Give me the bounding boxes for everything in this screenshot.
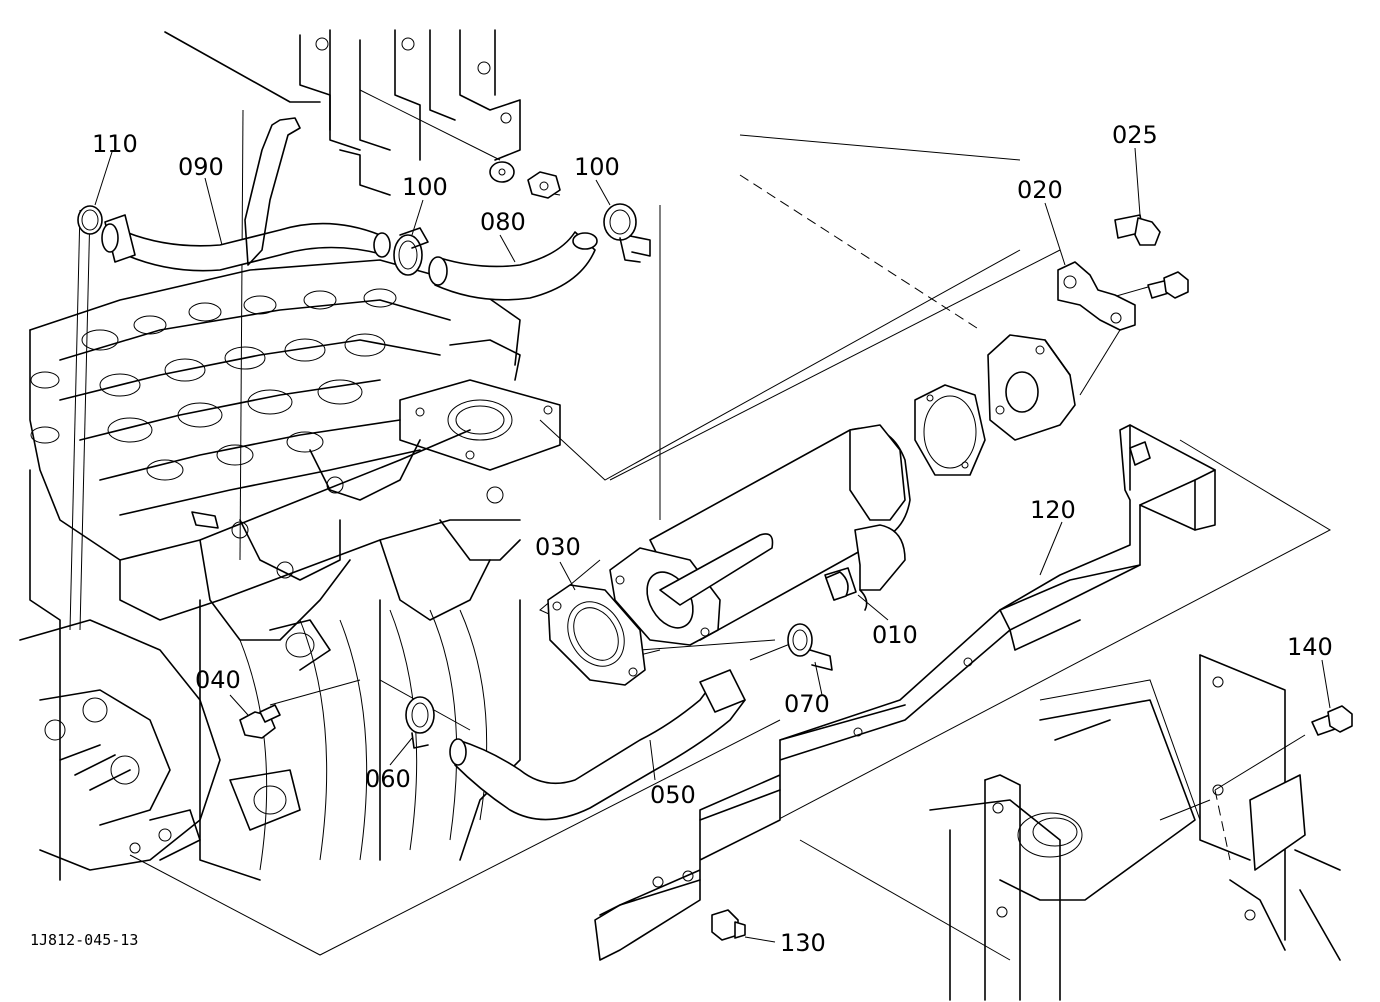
hose-clamp-100-left [393,227,429,276]
callout-090: 090 [178,153,224,181]
stud-bolt [191,511,219,529]
hose-090 [101,214,391,272]
chassis-frame [929,654,1341,1001]
callout-120: 120 [1030,496,1076,524]
callout-100-left: 100 [402,173,448,201]
callout-060: 060 [365,765,411,793]
callout-020: 020 [1017,176,1063,204]
hose-clamp-070 [787,623,833,671]
gasket-cooler-outlet [914,384,986,476]
callout-labels: 110 090 100 100 080 025 020 120 030 010 … [92,121,1333,957]
diagram-code: 1J812-045-13 [30,931,138,949]
washer [489,161,515,183]
callout-leaders [94,147,1331,943]
callout-030: 030 [535,533,581,561]
bolt-025 [1114,214,1189,299]
nut [527,171,561,199]
callout-010: 010 [872,621,918,649]
callout-100-right: 100 [574,153,620,181]
bolt-040 [239,704,281,739]
bolt-140 [1311,705,1353,736]
callout-130: 130 [780,929,826,957]
exhaust-flange [987,334,1076,441]
pipe-010-end [825,571,849,601]
egr-cooler-010 [609,424,911,646]
bolt-130 [711,909,746,941]
callout-040: 040 [195,666,241,694]
assembly-reference-lines [69,89,1332,961]
callout-110: 110 [92,130,138,158]
pipe-050 [449,669,746,821]
hose-080 [428,231,598,301]
callout-050: 050 [650,781,696,809]
bracket-020 [1057,261,1136,331]
hose-clamp-060 [405,696,435,749]
callout-070: 070 [784,690,830,718]
callout-025: 025 [1112,121,1158,149]
callout-080: 080 [480,208,526,236]
hose-clamp-100-right [603,203,651,263]
mount-bracket-120 [594,424,1216,961]
callout-140: 140 [1287,633,1333,661]
hose-bracket [244,117,301,266]
gasket-030 [547,584,646,686]
